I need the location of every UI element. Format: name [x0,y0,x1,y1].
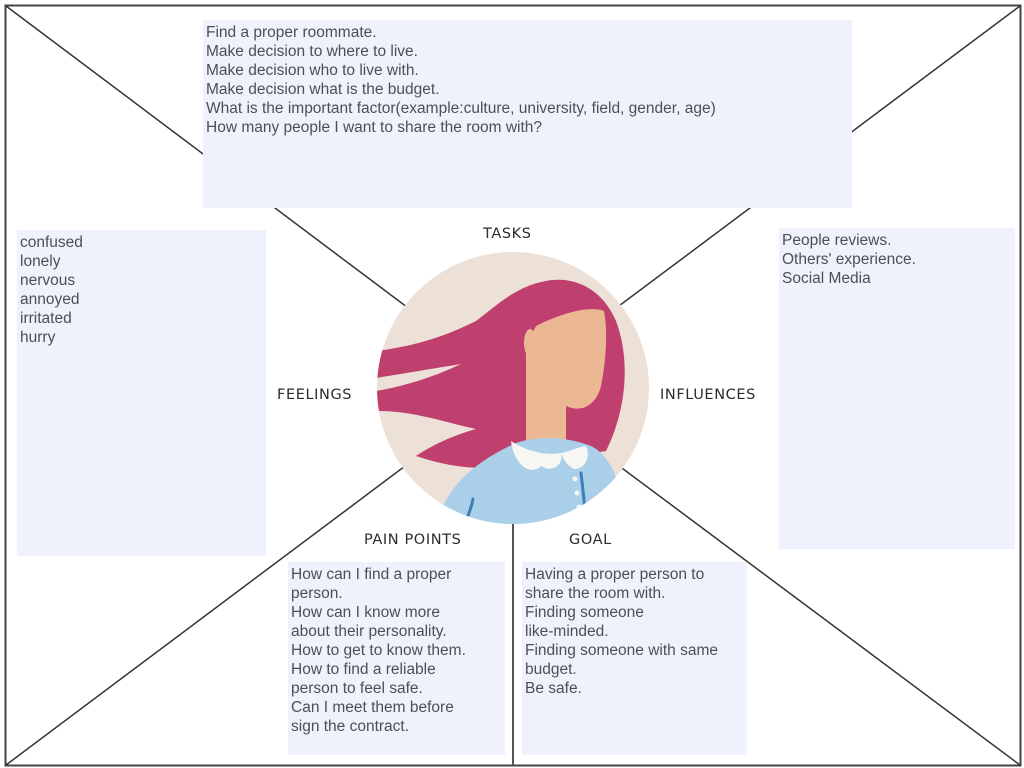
tasks-item: Find a proper roommate. [206,24,377,41]
influences-item: Social Media [782,270,871,287]
woman-avatar-icon [377,252,649,524]
pain-point-item: How to find a reliable [291,661,436,678]
goal-item: Having a proper person to [525,566,705,583]
pain-point-item: about their personality. [291,623,447,640]
goal-item: share the room with. [525,585,666,602]
shirt-button [576,504,582,510]
pain-point-item: How can I know more [291,604,441,621]
pain-point-item: How can I find a proper [291,566,452,583]
ear-shape [524,329,536,357]
influences-note[interactable]: People reviews. Others' experience. Soci… [779,228,1015,549]
goal-item: Be safe. [525,680,582,697]
goal-item: Finding someone with same [525,642,718,659]
feelings-note[interactable]: confused lonely nervous annoyed irritate… [17,230,266,556]
influences-item: Others' experience. [782,251,916,268]
face-shape [526,309,607,451]
feelings-item: hurry [20,329,56,346]
pain-point-item: person. [291,585,343,602]
goal-label: GOAL [569,532,612,548]
feelings-item: nervous [20,272,76,289]
influences-label: INFLUENCES [660,387,756,403]
shirt-button [572,476,578,482]
tasks-item: Make decision what is the budget. [206,81,440,98]
feelings-item: confused [20,234,83,251]
shirt-seam [606,487,611,511]
feelings-label: FEELINGS [277,387,353,403]
goal-item: like-minded. [525,623,609,640]
pain-points-note[interactable]: How can I find a proper person. How can … [288,562,505,755]
tasks-item: How many people I want to share the room… [206,119,543,136]
pain-points-label: PAIN POINTS [364,532,462,548]
feelings-item: lonely [20,253,61,270]
outer-border [4,4,1022,767]
pain-point-item: How to get to know them. [291,642,466,659]
shirt-button [574,490,580,496]
tasks-note[interactable]: Find a proper roommate. Make decision to… [203,20,852,208]
goal-note[interactable]: Having a proper person to share the room… [522,562,747,755]
tasks-item: Make decision to where to live. [206,43,418,60]
goal-item: budget. [525,661,577,678]
shirt-button [578,518,584,524]
feelings-item: annoyed [20,291,80,308]
pain-point-item: sign the contract. [291,718,410,735]
collar-shape [511,441,588,470]
goal-item: Finding someone [525,604,644,621]
pain-point-item: Can I meet them before [291,699,454,716]
influences-item: People reviews. [782,232,892,249]
tasks-item: Make decision who to live with. [206,62,419,79]
tasks-label: TASKS [483,226,532,242]
tasks-item: What is the important factor(example:cul… [206,100,716,117]
pain-point-item: person to feel safe. [291,680,423,697]
feelings-item: irritated [20,310,72,327]
